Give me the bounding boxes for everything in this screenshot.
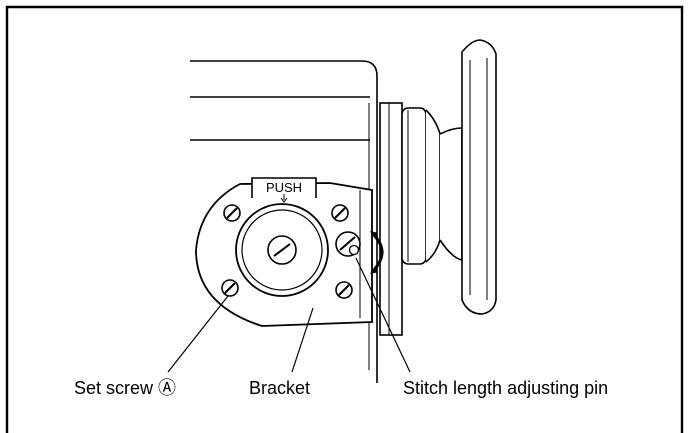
rotation-arrow-icon [369, 231, 384, 274]
push-tab [251, 177, 317, 198]
stitch-pin-label: Stitch length adjusting pin [403, 378, 609, 398]
leader-stitch-pin [355, 257, 411, 373]
screw-lower-right-icon [335, 281, 353, 299]
figure-frame [5, 5, 684, 433]
push-label: PUSH [266, 180, 302, 195]
screw-upper-left-icon [223, 204, 241, 222]
leader-lines [167, 257, 411, 373]
leader-bracket [291, 307, 314, 373]
center-knob [235, 203, 329, 297]
hand-wheel [379, 39, 497, 336]
leader-set-screw [167, 295, 229, 373]
screw-lower-left-icon [221, 279, 239, 297]
set-screws [221, 204, 353, 299]
bracket-label: Bracket [249, 378, 311, 398]
stitch-pin-icon [335, 231, 361, 257]
screw-upper-right-icon [331, 204, 349, 222]
set-screw-label: Set screw Ⓐ [74, 378, 177, 398]
